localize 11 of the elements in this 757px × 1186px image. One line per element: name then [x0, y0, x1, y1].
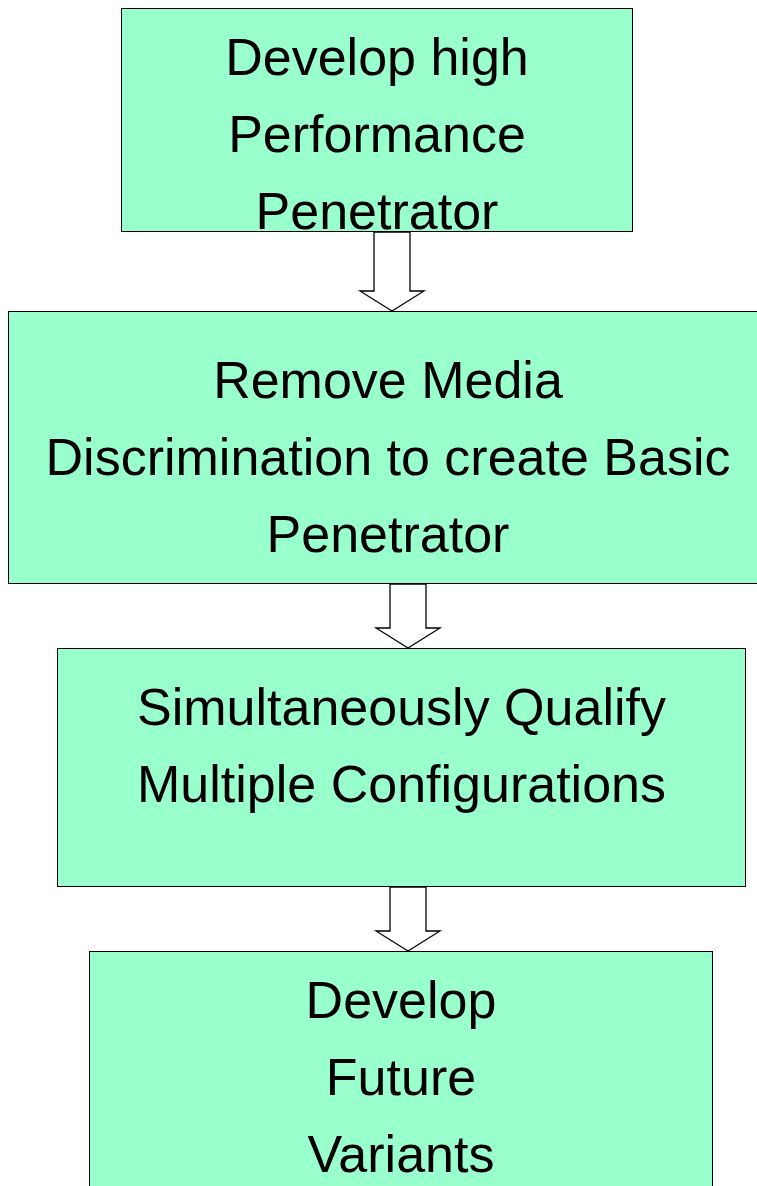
process-box — [57, 648, 746, 887]
box-label: Remove Media Discrimination to create Basic Penetrator — [44, 350, 732, 565]
box-label: Develop Future Variants — [304, 970, 498, 1185]
process-box — [89, 951, 713, 1186]
process-box — [121, 8, 633, 232]
box-label: Simultaneously Qualify Multiple Configurations — [136, 677, 667, 815]
box-label: Develop high Performance Penetrator — [224, 27, 530, 242]
block-arrow — [373, 583, 443, 649]
block-arrow — [373, 886, 443, 952]
process-box — [8, 311, 757, 584]
block-arrow — [357, 231, 427, 312]
